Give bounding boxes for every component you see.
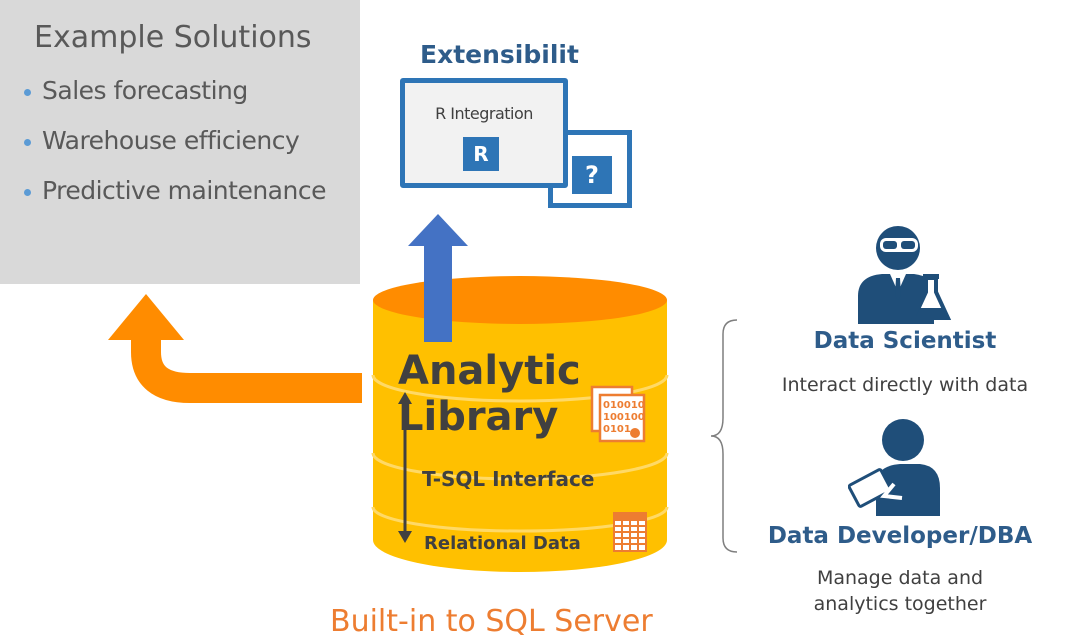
svg-text:010010: 010010 [603, 400, 645, 411]
r-integration-window [400, 78, 568, 188]
analytic-library-line2: Library [398, 394, 559, 440]
analytic-library-line1: Analytic [398, 348, 581, 394]
data-developer-description: Manage data and analytics together [735, 565, 1065, 617]
data-developer-description-line: analytics together [813, 593, 987, 615]
example-solutions-panel [0, 0, 360, 284]
double-headed-vertical-arrow [398, 392, 412, 543]
data-developer-description-line: Manage data and [816, 567, 984, 589]
relational-data-label: Relational Data [424, 533, 581, 554]
blue-up-arrow [408, 214, 468, 342]
question-mark-badge: ? [572, 156, 612, 194]
table-grid-icon [613, 512, 647, 552]
solution-item: Warehouse efficiency [22, 126, 326, 176]
solution-item: Sales forecasting [22, 76, 326, 126]
tsql-interface-label: T-SQL Interface [422, 467, 595, 491]
data-developer-title: Data Developer/DBA [767, 523, 1033, 549]
analytic-library-title: Analytic Library [398, 348, 581, 440]
svg-text:0101: 0101 [603, 424, 631, 435]
orange-curved-arrow [108, 294, 362, 403]
r-integration-label: R Integration [435, 104, 533, 123]
solution-item: Predictive maintenance [22, 176, 326, 226]
built-in-footer: Built-in to SQL Server [330, 604, 653, 639]
data-scientist-description: Interact directly with data [781, 374, 1029, 396]
example-solutions-title: Example Solutions [34, 20, 312, 55]
curly-brace [710, 319, 738, 553]
binary-files-icon: 010010 100100 0101 [590, 385, 646, 443]
extensibility-title: Extensibilit [420, 40, 579, 69]
svg-text:100100: 100100 [603, 412, 645, 423]
data-developer-icon [848, 419, 940, 516]
r-badge: R [463, 137, 499, 171]
example-solutions-list: Sales forecasting Warehouse efficiency P… [22, 76, 326, 226]
data-scientist-title: Data Scientist [813, 328, 997, 354]
data-scientist-icon [858, 226, 952, 324]
